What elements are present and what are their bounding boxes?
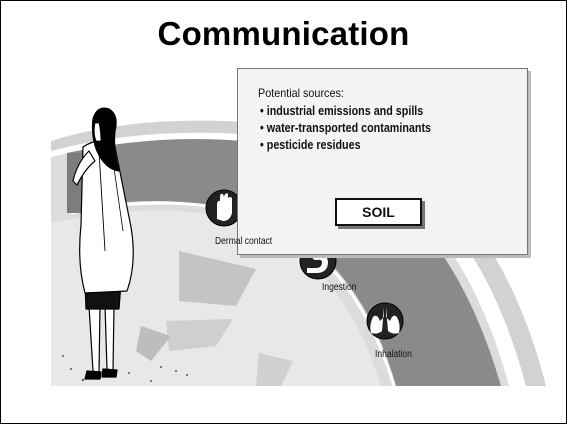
dermal-contact-label: Dermal contact xyxy=(215,236,273,247)
panel-shape xyxy=(256,353,293,386)
woman-figure xyxy=(72,107,134,380)
list-item: industrial emissions and spills xyxy=(260,103,431,120)
sources-list: industrial emissions and spills water-tr… xyxy=(260,103,459,154)
panel-shape xyxy=(166,319,233,351)
panel-shape xyxy=(179,251,256,306)
list-item: pesticide residues xyxy=(260,137,431,154)
sources-heading: Potential sources: xyxy=(258,86,344,100)
slide-title: Communication xyxy=(157,15,410,52)
ingestion-label: Ingestion xyxy=(322,282,357,293)
hand-icon xyxy=(205,189,243,227)
lungs-icon xyxy=(366,302,404,340)
potential-sources-box: Potential sources: industrial emissions … xyxy=(237,68,528,255)
panel-shape xyxy=(136,326,171,361)
soil-label: SOIL xyxy=(335,198,422,226)
list-item: water-transported contaminants xyxy=(260,120,431,137)
inhalation-label: Inhalation xyxy=(375,349,412,360)
